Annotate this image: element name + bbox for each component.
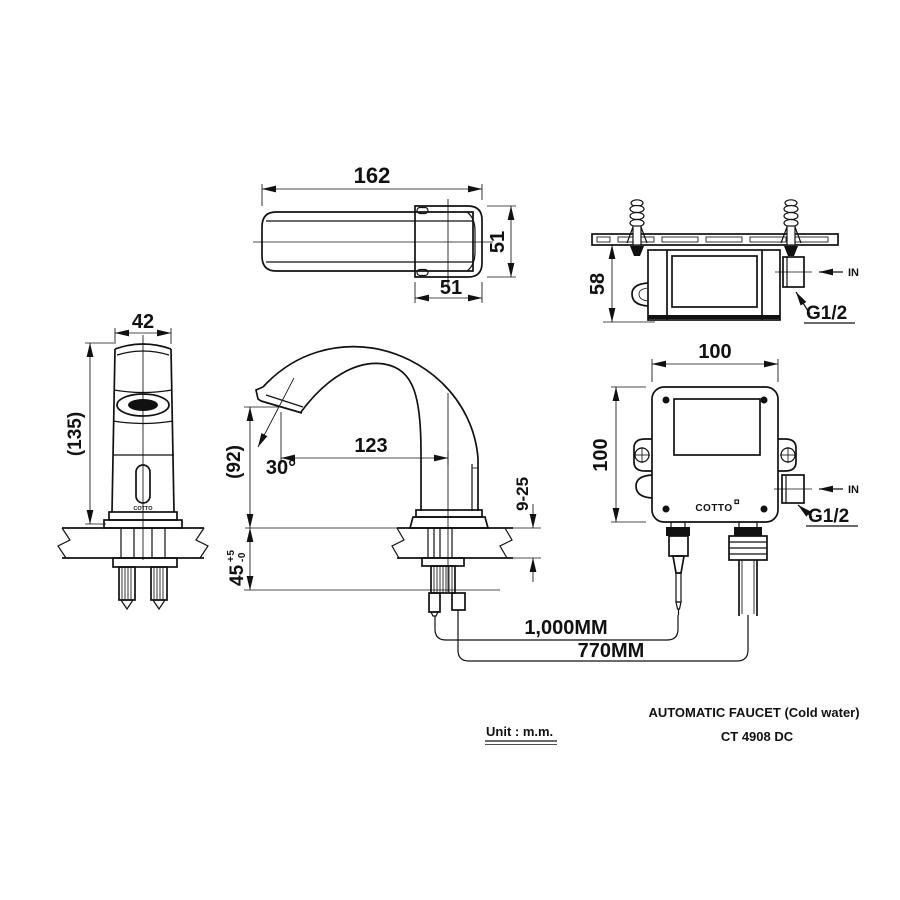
inlet-label-box: IN	[848, 484, 859, 496]
hose-routing: 1,000MM 770MM	[434, 610, 749, 662]
dim-spout-diameter: 51	[487, 231, 509, 253]
dim-spout-height: (92)	[224, 445, 245, 479]
svg-text:45: 45	[227, 564, 248, 586]
svg-text:9-25: 9-25	[513, 477, 532, 511]
dim-box-height: 100	[590, 438, 612, 471]
product-code: CT 4908 DC	[721, 729, 794, 744]
faucet-side-view: 30° (92) 123 45 +5 -0 9-25	[224, 345, 541, 617]
brand-mark-faucet: COTTO	[133, 506, 153, 512]
dim-overall-height: (135)	[65, 412, 86, 456]
dim-under-deck-depth: 58	[587, 273, 609, 295]
brand-mark-box: COTTO	[695, 503, 732, 514]
product-title: AUTOMATIC FAUCET (Cold water)	[648, 705, 859, 720]
control-box-view: 100 100 COTTO IN G1/2	[590, 341, 859, 616]
sensor-window-icon	[116, 393, 170, 417]
unit-note: Unit : m.m.	[486, 724, 553, 739]
spout-top-view: 162 51 51	[253, 163, 516, 303]
dim-deck-thickness: 9-25	[513, 477, 532, 511]
wall-anchor-left-icon	[626, 199, 648, 256]
inlet-thread-top: G1/2	[806, 303, 847, 324]
dim-box-width: 100	[698, 341, 731, 363]
sensor-cable-line	[434, 615, 679, 641]
dim-supply-hose-length: 770MM	[578, 640, 645, 662]
mounting-side-view: IN G1/2 58	[587, 199, 859, 324]
faucet-front-view: 42 (135) COTTO	[57, 311, 209, 611]
inlet-label-top: IN	[848, 267, 859, 279]
dim-spout-reach: 123	[354, 435, 387, 457]
dim-shank-length: 45 +5 -0	[226, 550, 248, 586]
notes: Unit : m.m. AUTOMATIC FAUCET (Cold water…	[485, 705, 860, 745]
svg-text:+5: +5	[226, 550, 237, 562]
dim-outlet-angle: 30°	[266, 457, 296, 479]
dim-spout-length: 162	[354, 163, 391, 188]
supply-hose-line	[457, 610, 749, 662]
dim-sensor-cable-length: 1,000MM	[524, 617, 607, 639]
dim-spout-mount-width: 51	[440, 277, 462, 299]
dim-body-width: 42	[132, 311, 154, 333]
inlet-thread-box: G1/2	[808, 506, 849, 527]
water-hose-connector	[728, 522, 768, 616]
wall-anchor-right-icon	[780, 199, 802, 256]
svg-text:-0: -0	[237, 552, 248, 562]
sensor-connector	[666, 522, 690, 615]
